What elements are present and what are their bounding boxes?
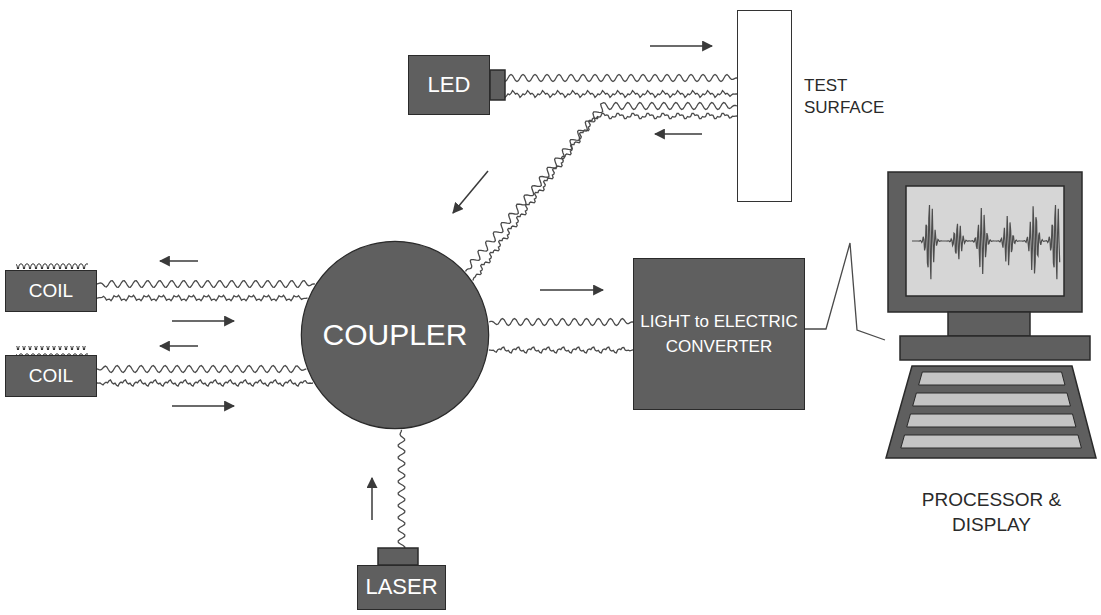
fiber-line [473, 113, 737, 280]
test-surface: TEST SURFACE [737, 10, 792, 202]
fiber-connector [97, 346, 313, 406]
node-label: TEST SURFACE [804, 75, 914, 119]
fiber-connector [372, 430, 405, 565]
waveform-trace [912, 205, 1060, 279]
fiber-line [490, 75, 737, 82]
converter-box: LIGHT to ELECTRIC CONVERTER [633, 258, 805, 410]
direction-arrow [453, 171, 488, 213]
fiber-line [466, 103, 737, 272]
laser-aperture [378, 548, 418, 565]
direction-arrow [540, 289, 603, 291]
key-row [919, 372, 1065, 385]
direction-arrow [650, 45, 712, 47]
coil-winding [16, 261, 88, 270]
computer-node: PROCESSOR & DISPLAY [885, 172, 1098, 542]
node-label: COIL [29, 280, 73, 303]
keyboard [886, 366, 1096, 458]
keyboard-keys [901, 372, 1082, 448]
laser-box: LASER [357, 565, 445, 610]
direction-arrow [160, 260, 198, 262]
direction-arrow [655, 133, 702, 135]
node-label: COUPLER [322, 317, 467, 353]
key-row [907, 414, 1076, 427]
direction-arrow [160, 345, 198, 347]
fiber-connector [97, 261, 315, 321]
node-label: LIGHT to ELECTRIC CONVERTER [634, 309, 804, 360]
computer-base [900, 336, 1090, 360]
monitor-case [888, 172, 1082, 312]
fiber-line [490, 91, 737, 98]
fiber-connector [490, 46, 737, 97]
fiber-line [97, 295, 308, 300]
fiber-line [489, 347, 633, 353]
led-lens [490, 70, 505, 100]
coil-winding [16, 346, 88, 355]
fiber-connector [453, 103, 737, 281]
key-row [901, 435, 1082, 448]
coil-box: COIL [5, 270, 97, 312]
node-label: COIL [29, 365, 73, 388]
key-row [913, 393, 1071, 406]
fiber-line [97, 281, 315, 288]
computer-illustration [886, 172, 1096, 458]
coil-box: COIL [5, 355, 97, 397]
fiber-line [97, 380, 313, 386]
fiber-connector [489, 290, 633, 353]
monitor-screen [906, 186, 1064, 296]
screen-waveform [912, 205, 1060, 279]
light-source-box: LED [408, 55, 490, 115]
direction-arrow [371, 478, 373, 520]
node-label: LED [428, 72, 471, 98]
fiber-line [489, 319, 633, 326]
fiber-line [398, 430, 405, 565]
fiber-line [97, 366, 306, 373]
fiber-line [805, 243, 885, 340]
coupler-shape [301, 241, 488, 428]
node-label: PROCESSOR & DISPLAY [922, 487, 1062, 538]
node-label: LASER [365, 574, 437, 600]
monitor-stand [948, 312, 1030, 336]
coupler-circle: COUPLER [300, 240, 490, 430]
fiber-connector [805, 243, 885, 340]
direction-arrow [172, 320, 234, 322]
direction-arrow [172, 405, 234, 407]
